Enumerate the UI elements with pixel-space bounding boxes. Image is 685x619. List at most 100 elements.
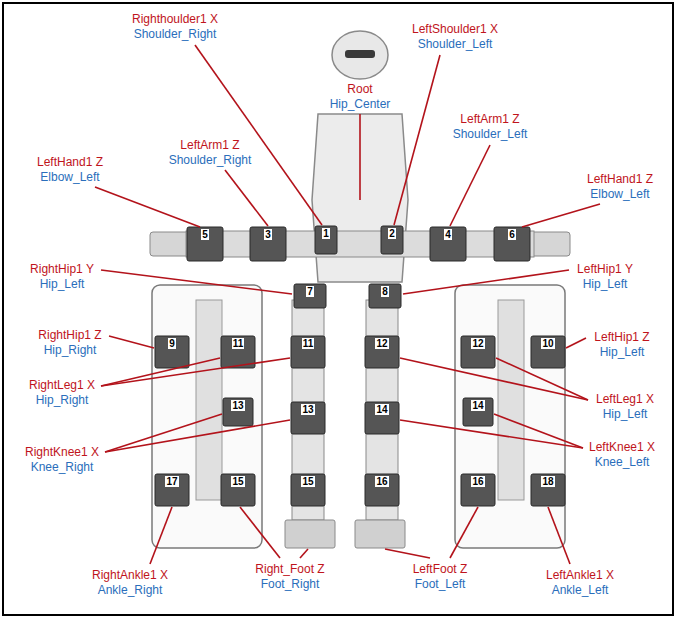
callout-number: 15 [301, 476, 314, 487]
callout-number: 3 [264, 229, 272, 240]
servo-motor [291, 336, 325, 368]
leader-line [359, 114, 361, 200]
leader-line [101, 358, 220, 386]
kinect-joint-name: Hip_Left [602, 407, 649, 421]
leader-line [105, 414, 222, 452]
joint-name: LeftLeg1 X [595, 392, 655, 406]
leader-line [105, 420, 290, 452]
servo-motor [461, 336, 495, 368]
callout-number: 8 [381, 286, 389, 297]
kinect-joint-name: Knee_Right [30, 460, 95, 474]
callout-number: 16 [471, 476, 484, 487]
joint-name: LeftKnee1 X [588, 440, 656, 454]
servo-motor [221, 474, 255, 506]
servo-motor [155, 474, 189, 506]
servo-motor [155, 336, 189, 368]
callout-number: 6 [508, 229, 516, 240]
callout-number: 2 [388, 228, 396, 239]
joint-name: LeftArm1 Z [179, 138, 240, 152]
joint-name: LeftHand1 Z [586, 172, 654, 186]
robot-head [332, 31, 388, 79]
leader-line [101, 270, 292, 294]
kinect-joint-name: Hip_Center [329, 97, 392, 111]
callout-number: 4 [444, 229, 452, 240]
leader-line [400, 358, 588, 400]
gripper [530, 232, 570, 256]
gripper [150, 232, 190, 256]
callout-number: 5 [201, 229, 209, 240]
servo-motor [291, 402, 325, 434]
callout-number: 18 [541, 476, 554, 487]
frame [3, 3, 673, 615]
leader-line [101, 358, 290, 386]
leader-line [494, 414, 583, 448]
servo-motor [369, 284, 401, 308]
leader-line [522, 204, 600, 227]
servo-motor [294, 284, 326, 308]
kinect-joint-name: Hip_Left [599, 345, 646, 359]
servo-motor [531, 474, 565, 506]
leader-line [385, 549, 430, 558]
callout-number: 13 [301, 404, 314, 415]
servo-motor [365, 336, 399, 368]
leader-line [566, 338, 586, 348]
foot [285, 520, 335, 548]
servo-motor [187, 227, 223, 261]
leader-line [109, 336, 154, 348]
leader-line [240, 507, 280, 558]
kinect-joint-name: Elbow_Left [39, 170, 100, 184]
kinect-joint-name: Foot_Right [260, 577, 321, 591]
kinect-joint-name: Foot_Left [414, 577, 467, 591]
joint-name: Root [346, 82, 373, 96]
kinect-joint-name: Ankle_Left [551, 583, 610, 597]
callout-number: 15 [231, 476, 244, 487]
joint-name: RightHip1 Z [37, 328, 102, 342]
leader-line [150, 507, 172, 564]
joint-name: LeftHand1 Z [36, 155, 104, 169]
servo-motor [365, 402, 399, 434]
kinect-joint-name: Shoulder_Right [133, 27, 218, 41]
callout-number: 9 [168, 338, 176, 349]
kinect-joint-name: Shoulder_Left [417, 37, 494, 51]
callout-number: 12 [471, 338, 484, 349]
leader-line [548, 507, 570, 564]
leg [366, 300, 398, 520]
servo-motor [531, 336, 565, 368]
servo-motor [381, 226, 403, 254]
joint-name: LeftAnkle1 X [545, 568, 615, 582]
leader-line [300, 549, 308, 558]
leader-line [195, 45, 322, 225]
kinect-joint-name: Shoulder_Right [168, 153, 253, 167]
leader-line [403, 270, 569, 294]
leader-line [225, 170, 268, 226]
callout-number: 7 [306, 286, 314, 297]
joint-name: Right_Foot Z [254, 562, 325, 576]
callout-number: 12 [375, 338, 388, 349]
kinect-joint-name: Hip_Left [39, 277, 86, 291]
callout-number: 10 [541, 338, 554, 349]
callout-number: 17 [165, 476, 178, 487]
servo-motor [291, 474, 325, 506]
callout-number: 14 [471, 400, 484, 411]
servo-motor [430, 227, 466, 261]
leg [292, 300, 324, 520]
joint-name: LeftFoot Z [412, 562, 469, 576]
leader-line [400, 420, 583, 448]
leg-bracket [498, 300, 524, 500]
callout-number: 16 [375, 476, 388, 487]
kinect-joint-name: Ankle_Right [97, 583, 164, 597]
arm-bar [186, 231, 534, 257]
joint-name: RightHip1 Y [29, 262, 95, 276]
side-view-panel [152, 285, 262, 548]
servo-motor [250, 227, 286, 261]
joint-name: LeftHip1 Z [593, 330, 650, 344]
joint-name: Righthoulder1 X [131, 12, 219, 26]
leader-line [450, 145, 490, 226]
kinect-joint-name: Hip_Right [43, 343, 98, 357]
robot-visor [345, 50, 375, 58]
kinect-joint-name: Hip_Right [35, 393, 90, 407]
servo-motor [365, 474, 399, 506]
servo-motor [315, 226, 337, 254]
